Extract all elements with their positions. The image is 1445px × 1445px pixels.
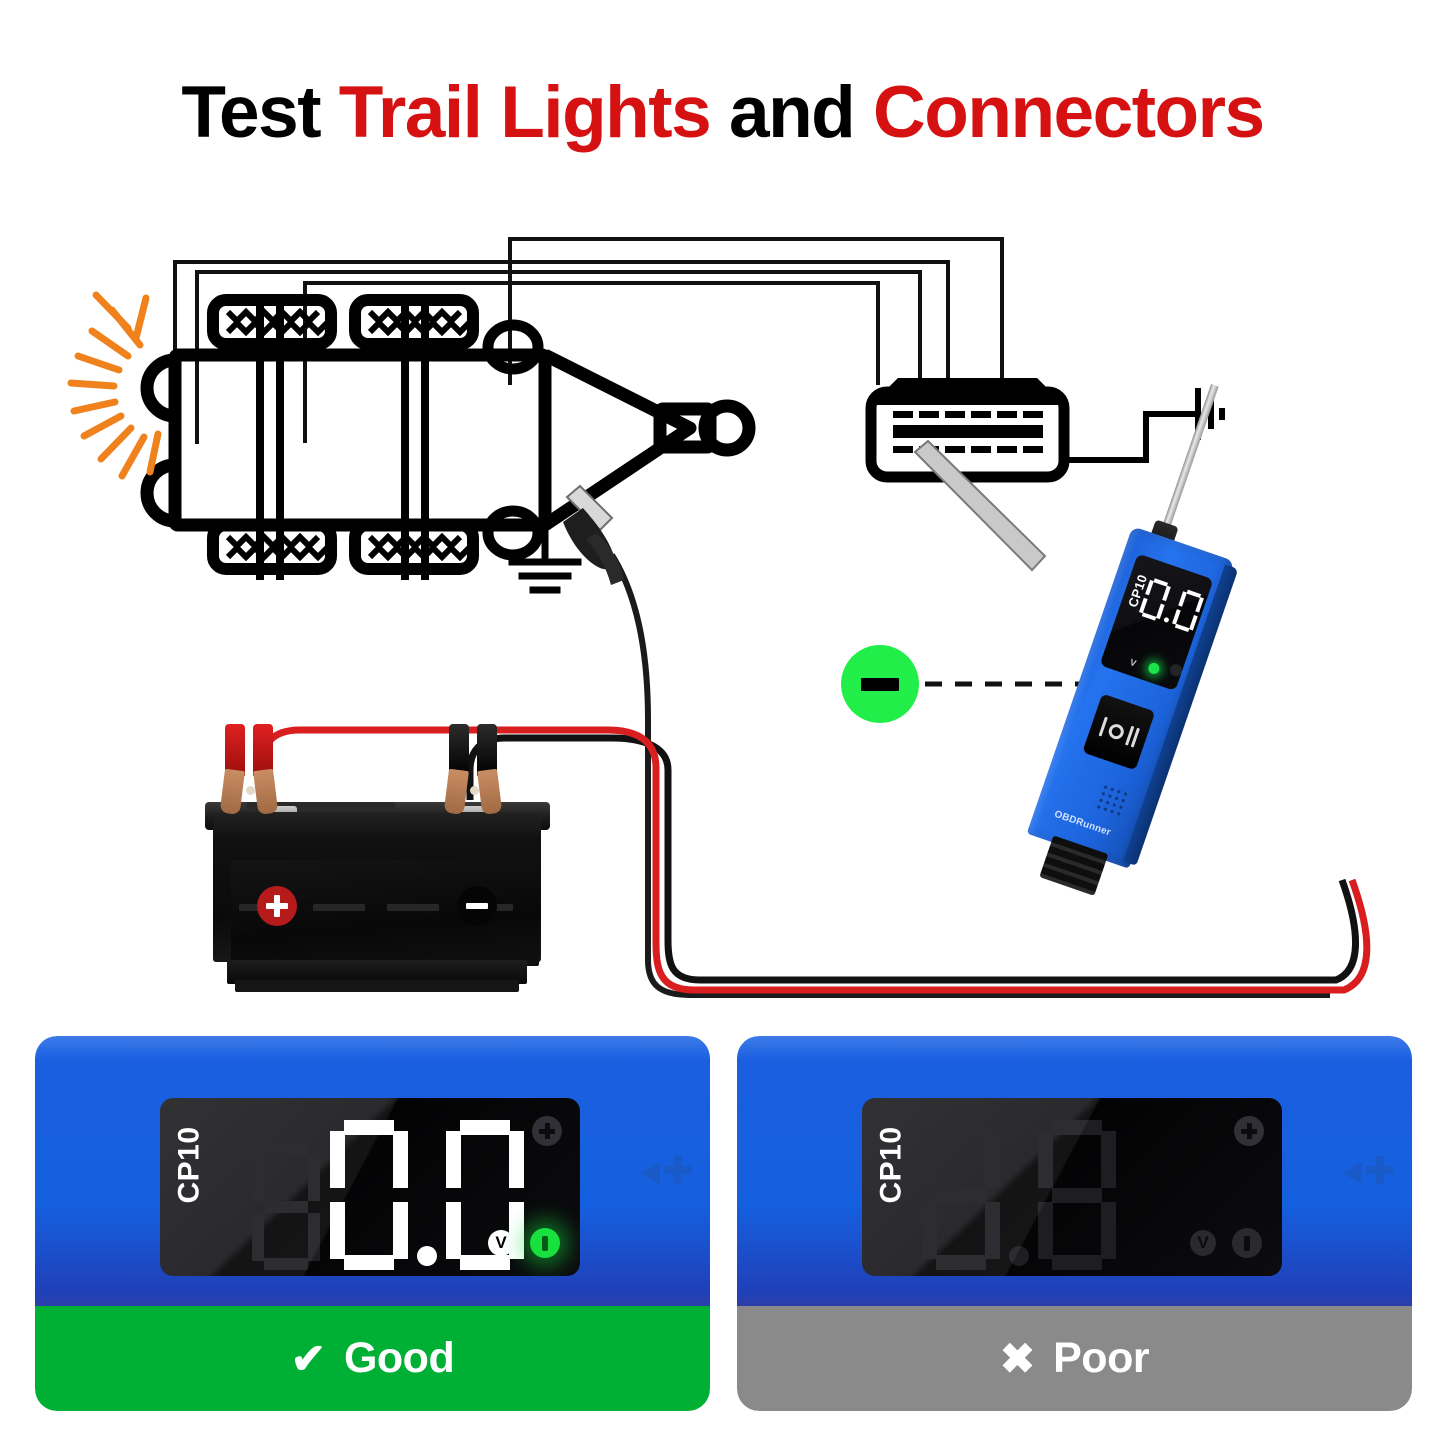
battery-negative-marker (457, 886, 497, 926)
cross-icon: ✖ (999, 1334, 1036, 1382)
panel-good-emboss-icon (640, 1156, 692, 1184)
panel-good: CP10 (35, 1036, 710, 1411)
panel-good-plus-led (532, 1116, 562, 1146)
title-part-trail-lights: Trail Lights (338, 72, 712, 153)
panel-poor-label: Poor (1053, 1334, 1150, 1382)
panel-poor: CP10 (737, 1036, 1412, 1411)
clip-arm (253, 768, 279, 815)
panel-poor-footer: ✖ Poor (737, 1306, 1412, 1411)
clip-jaw (449, 724, 469, 776)
wiring-connector (865, 378, 1070, 483)
panel-poor-display: CP10 (862, 1098, 1282, 1276)
page-title: Test Trail Lights and Connectors (0, 76, 1445, 149)
clip-arm (477, 768, 503, 815)
clip-pivot (246, 786, 255, 795)
panel-poor-digit-1 (922, 1120, 1000, 1270)
panel-good-footer: ✔ Good (35, 1306, 710, 1411)
switch-mark-o (1106, 721, 1126, 741)
panel-poor-polarity-led (1232, 1228, 1262, 1258)
negative-polarity-badge (841, 645, 919, 723)
diagram-svg (67, 237, 1371, 998)
panel-poor-digit-2 (1038, 1120, 1116, 1270)
clip-arm (443, 768, 469, 815)
comparison-panels: CP10 (0, 1036, 1445, 1445)
panel-poor-device-body: CP10 (737, 1036, 1412, 1306)
trailer-body (168, 348, 697, 532)
clip-lead-trailer (609, 553, 1330, 998)
alligator-clip-negative (443, 724, 503, 816)
check-icon: ✔ (290, 1334, 326, 1382)
minus-icon (861, 677, 899, 691)
panel-poor-plus-led (1234, 1116, 1264, 1146)
minus-bar (466, 903, 488, 909)
probe-decimal-point (1163, 616, 1170, 624)
panel-poor-reading (922, 1120, 1116, 1270)
trailer-wheels (207, 294, 479, 575)
title-part-test: Test (181, 72, 339, 153)
battery-case (213, 812, 541, 966)
panel-good-display: CP10 (160, 1098, 580, 1276)
panel-good-label: Good (343, 1334, 455, 1382)
hitch-coupler (653, 399, 756, 457)
panel-good-reading (252, 1120, 524, 1270)
trailer-ground-symbol (508, 451, 582, 594)
car-battery (205, 724, 550, 995)
panel-poor-unit-badge: V (1190, 1230, 1216, 1256)
title-part-and: and (710, 72, 874, 153)
panel-good-digit-1 (330, 1120, 408, 1270)
switch-mark-i (1098, 716, 1108, 737)
panel-good-ghost-digit (252, 1144, 320, 1270)
battery-slot (387, 904, 439, 911)
panel-poor-emboss-icon (1342, 1156, 1394, 1184)
panel-good-model-label: CP10 (172, 1126, 206, 1204)
panel-good-decimal-point (417, 1246, 437, 1266)
switch-mark-ii (1124, 725, 1140, 748)
connector-pins (893, 411, 1043, 453)
clip-pivot (470, 786, 479, 795)
wiring-diagram: CP10 (67, 237, 1371, 998)
side-marker-lights (482, 319, 544, 561)
clip-jaw (253, 724, 273, 776)
probe-reading (1138, 577, 1205, 633)
panel-good-device-body: CP10 (35, 1036, 710, 1306)
probe-unit-label: V (1128, 657, 1138, 669)
panel-poor-model-label: CP10 (874, 1126, 908, 1204)
tail-lights (140, 353, 182, 528)
battery-foot (235, 980, 519, 992)
battery-slot (313, 904, 365, 911)
title-part-connectors: Connectors (873, 72, 1265, 153)
tail-light-rays (67, 291, 162, 480)
clip-jaw (225, 724, 245, 776)
probe-needle (913, 439, 1047, 572)
clip-jaw (477, 724, 497, 776)
panel-good-unit-badge: V (488, 1230, 514, 1256)
probe-polarity-led (1146, 661, 1161, 676)
trailer-alligator-clip (563, 484, 624, 585)
plus-bar-vertical (274, 895, 280, 917)
clip-arm (219, 768, 245, 815)
alligator-clip-positive (219, 724, 279, 816)
panel-poor-decimal-point (1009, 1246, 1029, 1266)
panel-good-polarity-led (530, 1228, 560, 1258)
battery-positive-marker (257, 886, 297, 926)
